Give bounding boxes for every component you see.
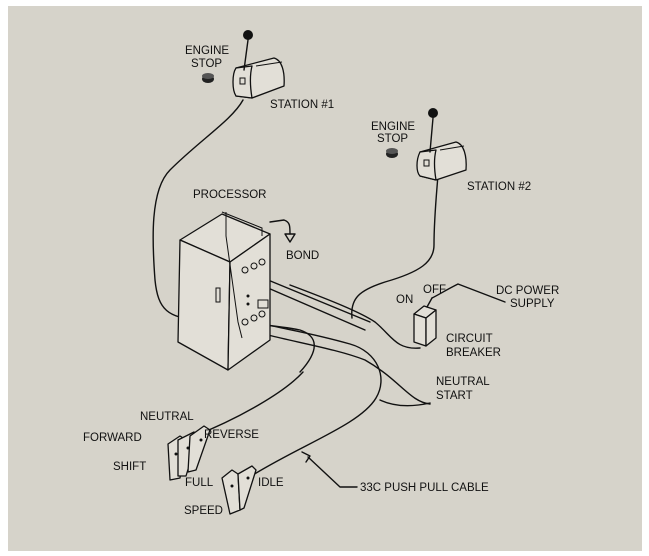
cable-shift <box>191 371 304 438</box>
station-2-control <box>416 108 467 181</box>
neutral-start-label-line2: START <box>436 390 473 402</box>
processor-label: PROCESSOR <box>193 189 267 201</box>
dc-power-label-line2: SUPPLY <box>510 298 555 310</box>
cable-throttle <box>247 324 382 479</box>
forward-label: FORWARD <box>83 432 142 444</box>
neutral-label: NEUTRAL <box>140 411 194 423</box>
cable-power <box>289 284 421 349</box>
push-pull-cable-label: 33C PUSH PULL CABLE <box>360 482 489 494</box>
cable-callout-leader <box>307 456 358 488</box>
engine-stop-2-label-line1: ENGINE <box>371 121 415 133</box>
engine-stop-1-label-line1: ENGINE <box>185 45 229 57</box>
cable-station2 <box>351 174 439 319</box>
processor-box <box>177 211 271 371</box>
circuit-breaker-label-line1: CIRCUIT <box>446 333 493 345</box>
off-label: OFF <box>423 284 446 296</box>
idle-label: IDLE <box>258 477 284 489</box>
breaker-label-leader <box>431 283 506 303</box>
cable-callout-arrow <box>301 451 311 463</box>
bond-ground-symbol <box>269 219 296 243</box>
engine-stop-button-2 <box>386 148 398 158</box>
station-1-control <box>232 30 285 99</box>
engine-stop-1-label-line2: STOP <box>191 58 222 70</box>
circuit-breaker <box>413 297 437 347</box>
cable-long <box>267 279 371 323</box>
diagram-panel <box>8 6 642 551</box>
cable-station1 <box>152 99 315 373</box>
full-label: FULL <box>185 477 214 489</box>
station-2-label: STATION #2 <box>467 181 531 193</box>
cable-neutral-start <box>379 399 431 407</box>
shift-label: SHIFT <box>113 461 146 473</box>
shift-lever <box>167 425 211 481</box>
neutral-start-label-line1: NEUTRAL <box>436 376 490 388</box>
engine-stop-2-label-line2: STOP <box>377 133 408 145</box>
dc-power-label-line1: DC POWER <box>496 285 559 297</box>
reverse-label: REVERSE <box>204 429 259 441</box>
bond-label: BOND <box>286 250 319 262</box>
speed-label: SPEED <box>184 505 223 517</box>
speed-lever <box>221 465 257 515</box>
on-label: ON <box>396 294 413 306</box>
circuit-breaker-label-line2: BREAKER <box>446 347 501 359</box>
engine-stop-button-1 <box>202 73 214 83</box>
cable-long-2 <box>267 287 366 331</box>
cable-processor-lower <box>267 334 431 405</box>
station-1-label: STATION #1 <box>270 99 334 111</box>
